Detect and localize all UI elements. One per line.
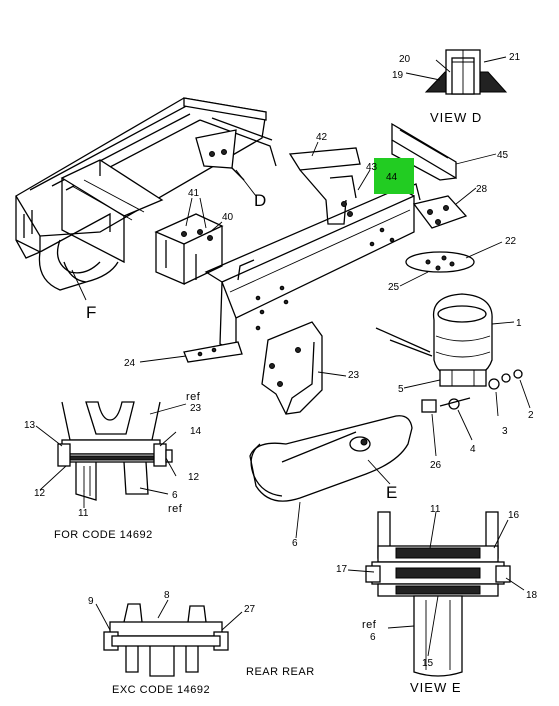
callout-9: 9 [88,596,94,607]
callout-1: 1 [516,318,522,329]
callout-27: 27 [244,604,256,615]
callout-13: 13 [24,420,36,431]
callout-23-ref: 23 [190,403,202,414]
callout-5: 5 [398,384,404,395]
leader-lines [71,141,531,539]
callout-19: 19 [392,70,404,81]
main-callouts: 42 43 45 28 22 25 1 5 3 4 2 26 23 24 41 … [86,132,534,549]
callout-2: 2 [528,410,534,421]
view-letter-f: F [86,303,96,322]
callout-42: 42 [316,132,328,143]
callout-16: 16 [508,510,520,521]
plate-26 [421,399,437,413]
highlight-box-44 [374,158,414,194]
nut-2 [513,369,523,379]
exc-code-detail [95,599,243,677]
callout-3: 3 [502,426,508,437]
air-spring-1 [432,293,493,387]
rail-rivet-holes [255,227,395,331]
washer-4 [448,398,460,410]
callout-6-view-e: 6 [370,632,376,643]
callout-12-left: 12 [34,488,46,499]
callout-17: 17 [336,564,348,575]
view-e-caption: VIEW E [410,680,462,695]
washer-3 [488,378,500,390]
callout-28: 28 [476,184,488,195]
frame-upper-rail [183,97,267,121]
view-d-caption: VIEW D [430,110,482,125]
frame-assembly [15,97,523,502]
beam-e [249,415,413,502]
callout-11: 11 [78,508,89,519]
for-code-detail [35,401,187,508]
callout-15: 15 [422,658,434,669]
ref-label-view-e: ref [362,619,377,631]
callout-24: 24 [124,358,136,369]
callout-43: 43 [366,162,378,173]
callout-45: 45 [497,150,509,161]
nut-3 [501,373,511,383]
air-spring-plate-22 [405,251,475,273]
view-e-detail [347,511,525,677]
bracket-28 [412,195,468,229]
rear-rear-label: REAR REAR [246,666,315,678]
exc-code-caption: EXC CODE 14692 [112,684,210,696]
callout-22: 22 [505,236,517,247]
view-letter-d: D [254,191,266,210]
callout-21: 21 [509,52,521,63]
bracket-42 [288,147,361,171]
bracket-23 [261,321,323,415]
callout-6-for: 6 [172,490,178,501]
callout-14: 14 [190,426,202,437]
callout-8: 8 [164,590,170,601]
view-d-detail [405,49,508,95]
callout-18: 18 [526,590,538,601]
callout-6-main: 6 [292,538,298,549]
callout-25: 25 [388,282,400,293]
ref-label-top: ref [186,391,201,403]
callout-23: 23 [348,370,360,381]
for-code-caption: FOR CODE 14692 [54,529,153,541]
frame-main-rail [221,194,415,319]
callout-20: 20 [399,54,411,65]
callout-26: 26 [430,460,442,471]
callout-12-right: 12 [188,472,200,483]
callout-4: 4 [470,444,476,455]
callout-44-highlighted: 44 [386,172,398,183]
callout-11-view-e: 11 [430,504,441,515]
ref-label-bottom: ref [168,503,183,515]
callout-41: 41 [188,188,200,199]
callout-40: 40 [222,212,234,223]
view-letter-e: E [386,483,397,502]
